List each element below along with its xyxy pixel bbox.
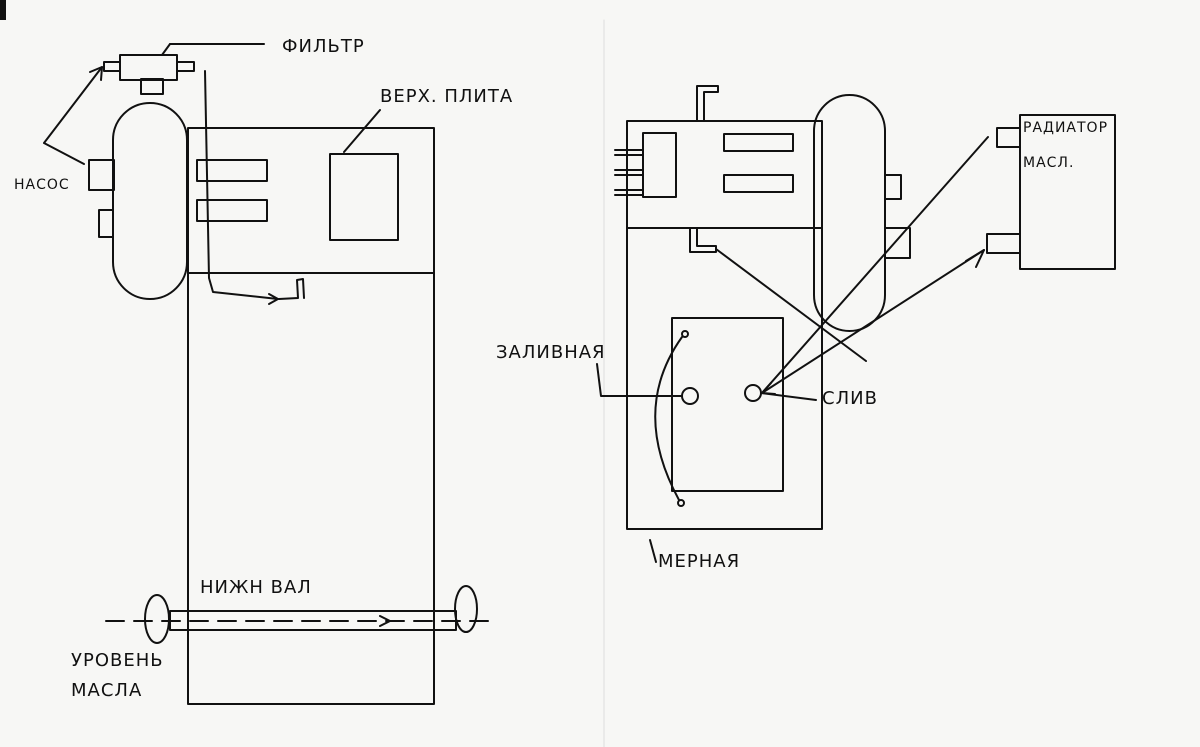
oil-level-label-line1: УРОВЕНЬ bbox=[71, 650, 164, 671]
top-plate-leader bbox=[343, 109, 381, 153]
dipstick-bottom bbox=[677, 499, 685, 507]
lower-shaft-label: НИЖН ВАЛ bbox=[200, 577, 312, 598]
filter-inlet bbox=[103, 61, 121, 72]
dipstick-leader bbox=[649, 539, 657, 563]
right-slot-lower bbox=[723, 174, 794, 193]
slot-upper bbox=[196, 159, 268, 182]
filter-label: ФИЛЬТР bbox=[282, 36, 365, 57]
filter-block bbox=[642, 132, 677, 198]
pump-port-upper bbox=[88, 159, 115, 191]
right-view bbox=[596, 85, 1116, 563]
pump-body-right bbox=[813, 94, 886, 332]
pump-right-port-upper bbox=[884, 174, 902, 200]
pump-right-port-lower bbox=[884, 227, 911, 259]
oil-line-drain bbox=[715, 248, 867, 362]
filter-leader-a bbox=[161, 43, 171, 56]
shaft-arrowhead bbox=[379, 615, 391, 627]
pump-body bbox=[112, 102, 188, 300]
sump-panel bbox=[671, 317, 784, 492]
radiator-line-lower bbox=[761, 249, 985, 394]
oil-line-left bbox=[204, 70, 279, 300]
engine-body-left bbox=[187, 127, 435, 705]
dipstick-tube bbox=[654, 336, 683, 501]
pump-leader bbox=[43, 66, 103, 165]
pump-top-fitting bbox=[140, 78, 164, 95]
top-plate-label: ВЕРХ. ПЛИТА bbox=[380, 86, 514, 107]
radiator-inlet bbox=[996, 127, 1021, 148]
fill-leader bbox=[596, 363, 683, 397]
top-fitting bbox=[696, 85, 719, 122]
pump-leader-arrowhead bbox=[89, 66, 103, 81]
dipstick-top bbox=[681, 330, 689, 338]
radiator-label-line2: МАСЛ. bbox=[1023, 155, 1075, 171]
oil-radiator bbox=[1019, 114, 1116, 270]
filter-body bbox=[119, 54, 178, 81]
shaft-boss-left bbox=[169, 610, 189, 631]
drain-label: СЛИВ bbox=[822, 388, 878, 409]
right-slot-upper bbox=[723, 133, 794, 152]
filter-outlet bbox=[176, 61, 195, 72]
scan-corner-mark bbox=[0, 0, 6, 20]
fill-plug bbox=[681, 387, 699, 405]
slot-lower bbox=[196, 199, 268, 222]
radiator-outlet bbox=[986, 233, 1021, 254]
dipstick-label: МЕРНАЯ bbox=[658, 551, 741, 572]
shaft-end-left bbox=[144, 594, 170, 644]
radiator-line-upper bbox=[761, 136, 989, 394]
pump-port-lower bbox=[98, 209, 114, 238]
drain-plug bbox=[744, 384, 762, 402]
shaft-end-right bbox=[454, 585, 478, 633]
radiator-label-line1: РАДИАТОР bbox=[1023, 120, 1109, 136]
pump-label: НАСОС bbox=[14, 177, 70, 193]
oil-level-label-line2: МАСЛА bbox=[71, 680, 143, 701]
left-view bbox=[43, 43, 493, 705]
top-plate-window bbox=[329, 153, 399, 241]
drain-arrowhead bbox=[761, 382, 776, 395]
fill-label: ЗАЛИВНАЯ bbox=[496, 342, 606, 363]
radiator-arrowhead bbox=[965, 249, 985, 268]
lower-fitting bbox=[689, 227, 717, 253]
oil-line-fitting bbox=[278, 278, 305, 300]
